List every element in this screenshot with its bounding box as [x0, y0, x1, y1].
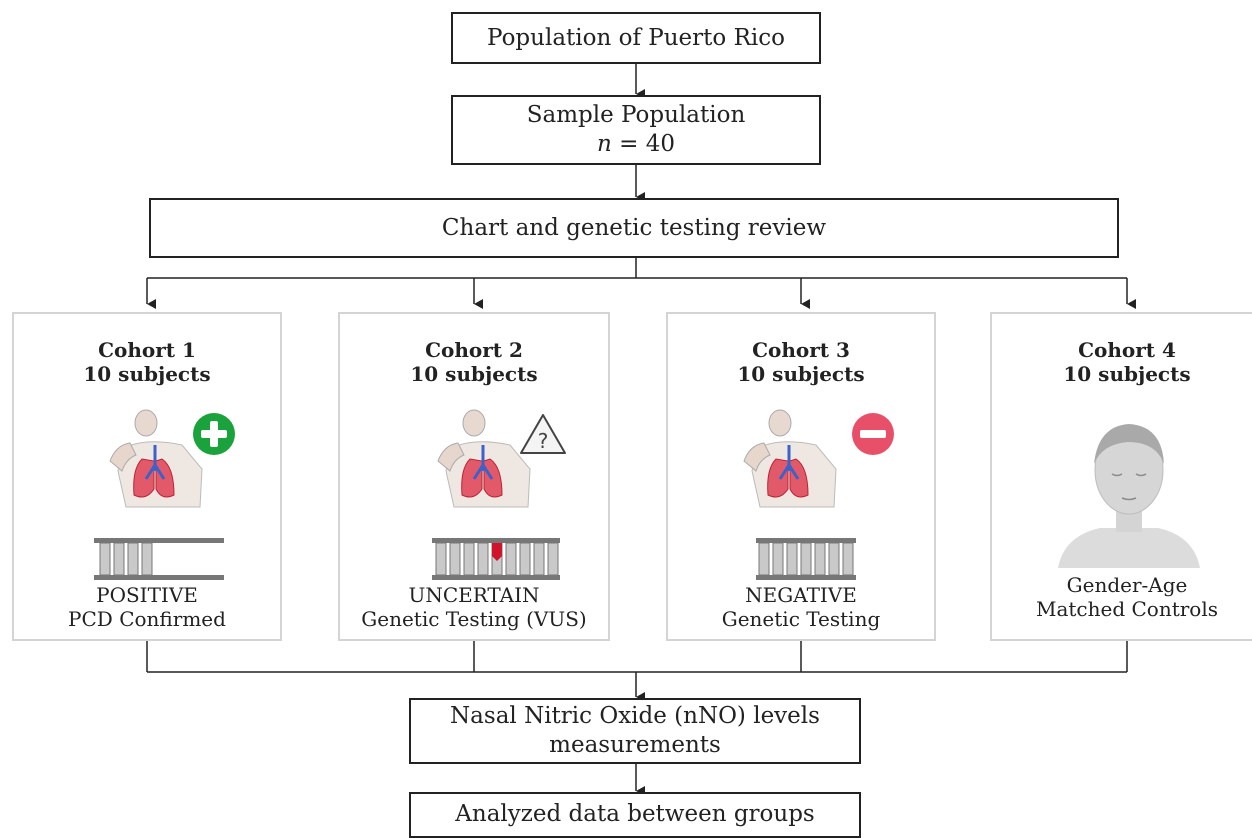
- nno-line-1: Nasal Nitric Oxide (nNO) levels: [450, 703, 820, 730]
- warning-question-icon: ?: [520, 414, 566, 454]
- cohort-2-name: Cohort 2: [425, 338, 523, 362]
- cohort-4-heading: Cohort 4 10 subjects: [992, 338, 1252, 386]
- cohort-1-caption: POSITIVE PCD Confirmed: [14, 583, 280, 631]
- cohort-4-subjects: 10 subjects: [1063, 362, 1191, 386]
- cohort-3-name: Cohort 3: [752, 338, 850, 362]
- cohort-4-name: Cohort 4: [1078, 338, 1176, 362]
- gene-strand-icon: [756, 538, 856, 580]
- cohort-3-detail: Genetic Testing: [721, 607, 881, 631]
- population-label: Population of Puerto Rico: [487, 24, 785, 51]
- patient-lungs-icon: [109, 409, 203, 508]
- sample-title: Sample Population: [526, 102, 746, 129]
- population-box: Population of Puerto Rico: [451, 12, 821, 64]
- cohort-4-status: Gender-Age: [1066, 573, 1188, 597]
- nno-line-2: measurements: [549, 732, 721, 758]
- sample-n-variable: n: [597, 131, 612, 157]
- gene-strand-variant-icon: [432, 538, 560, 580]
- face-portrait-icon: [1058, 424, 1200, 568]
- cohort-2-heading: Cohort 2 10 subjects: [340, 338, 608, 386]
- cohort-1-subjects: 10 subjects: [83, 362, 211, 386]
- cohort-2-subjects: 10 subjects: [410, 362, 538, 386]
- minus-icon: [852, 413, 894, 455]
- cohort-3-heading: Cohort 3 10 subjects: [668, 338, 934, 386]
- sample-n-value: = 40: [611, 131, 675, 157]
- analyzed-box: Analyzed data between groups: [409, 792, 861, 838]
- cohort-3-status: NEGATIVE: [745, 583, 857, 607]
- cohort-2-detail: Genetic Testing (VUS): [361, 607, 587, 631]
- cohort-3-card: Cohort 3 10 subjects NEGATIVE Genetic Te…: [666, 312, 936, 641]
- cohort-1-name: Cohort 1: [98, 338, 196, 362]
- patient-lungs-icon: [743, 409, 837, 508]
- cohort-4-caption: Gender-Age Matched Controls: [992, 573, 1252, 621]
- cohort-1-card: Cohort 1 10 subjects POSITIVE PCD Confir…: [12, 312, 282, 641]
- gene-strand-icon: [94, 538, 224, 580]
- cohort-2-status: UNCERTAIN: [408, 583, 540, 607]
- cohort-2-caption: UNCERTAIN Genetic Testing (VUS): [340, 583, 608, 631]
- cohort-2-card: Cohort 2 10 subjects ? UNCERTAIN Geneti: [338, 312, 610, 641]
- cohort-1-detail: PCD Confirmed: [68, 607, 226, 631]
- svg-text:?: ?: [538, 429, 549, 453]
- cohort-4-detail: Matched Controls: [1035, 597, 1219, 621]
- analyzed-label: Analyzed data between groups: [455, 801, 815, 827]
- sample-population-box: Sample Population n = 40: [451, 95, 821, 165]
- patient-lungs-icon: [437, 409, 531, 508]
- nno-measurement-box: Nasal Nitric Oxide (nNO) levels measurem…: [409, 698, 861, 764]
- review-label: Chart and genetic testing review: [441, 214, 827, 241]
- plus-icon: [193, 413, 235, 455]
- cohort-3-subjects: 10 subjects: [737, 362, 865, 386]
- cohort-4-card: Cohort 4 10 subjects Gender-Age Matched …: [990, 312, 1252, 641]
- sample-size: n = 40: [597, 130, 675, 159]
- cohort-1-heading: Cohort 1 10 subjects: [14, 338, 280, 386]
- review-box: Chart and genetic testing review: [149, 198, 1119, 258]
- cohort-3-caption: NEGATIVE Genetic Testing: [668, 583, 934, 631]
- cohort-1-status: POSITIVE: [96, 583, 198, 607]
